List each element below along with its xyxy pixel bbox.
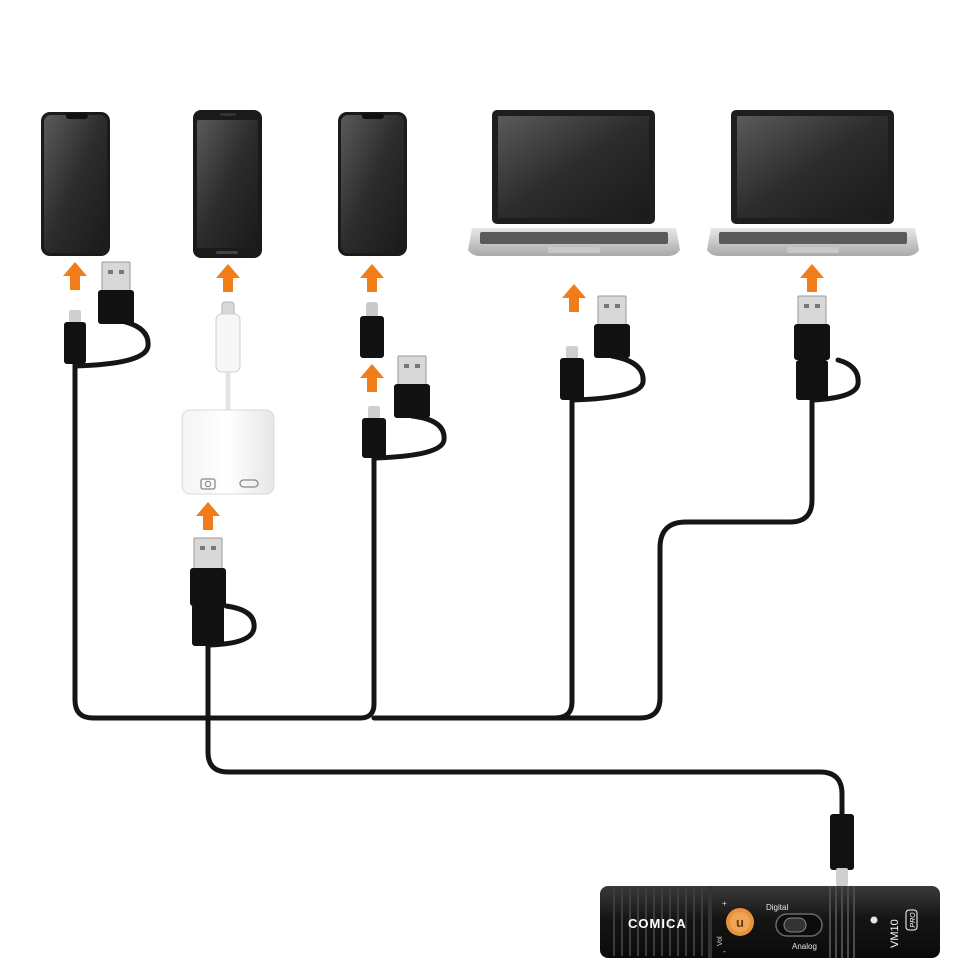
cable-phone-3-branch xyxy=(371,413,447,461)
cable-phone-1-branch xyxy=(72,317,151,369)
mic-model-badge-text: PRO xyxy=(910,912,917,928)
arrow-up-icon xyxy=(63,262,87,290)
arrow-up-icon xyxy=(360,264,384,292)
lightning-connector xyxy=(215,301,241,410)
mic-grille xyxy=(613,888,703,956)
mic-minus-label: - xyxy=(723,947,726,956)
arrow-up-icon xyxy=(562,284,586,312)
mode-switch[interactable] xyxy=(775,913,823,937)
usb-c-connector xyxy=(830,814,854,886)
arrow-up-icon xyxy=(360,364,384,392)
arrow-up-icon xyxy=(800,264,824,292)
microphone: COMICA Vol + - u Digital Analog VM10 PRO xyxy=(600,886,940,958)
camera-icon xyxy=(200,478,216,490)
cable-adapter-branch xyxy=(205,603,257,648)
usb-a-connector xyxy=(190,537,226,646)
usb-a-connector xyxy=(98,261,134,324)
cables xyxy=(72,317,861,821)
mic-vol-label: Vol xyxy=(717,936,724,946)
usb-c-connector xyxy=(560,346,584,400)
usb-c-connector xyxy=(64,310,86,364)
cable-microphone xyxy=(205,642,845,821)
arrow-up-icon xyxy=(216,264,240,292)
mode-analog-label: Analog xyxy=(792,942,817,951)
cable-laptop-2 xyxy=(552,397,815,721)
cable-laptop-2-branch xyxy=(809,357,861,403)
mic-model-badge: PRO xyxy=(905,909,918,931)
usb-a-connector xyxy=(394,355,430,418)
volume-dial[interactable]: u xyxy=(726,908,754,936)
laptop-1 xyxy=(468,110,680,256)
cable-laptop-1 xyxy=(371,395,575,721)
cable-laptop-1-branch xyxy=(569,353,646,403)
lightning-connector xyxy=(360,302,384,358)
usb-c-connector xyxy=(362,406,386,458)
mic-model-label: VM10 xyxy=(889,919,901,948)
usb-a-connector xyxy=(794,295,830,400)
lightning-port-icon xyxy=(239,479,259,488)
laptop-2 xyxy=(707,110,919,256)
mic-brand-label: COMICA xyxy=(628,916,687,931)
dial-glyph: u xyxy=(736,915,744,930)
status-led xyxy=(870,916,878,924)
phone-2 xyxy=(193,110,262,258)
usb-a-connector xyxy=(594,295,630,358)
arrows xyxy=(63,262,824,530)
cable-phone-1 xyxy=(72,359,377,721)
mic-plus-label: + xyxy=(722,899,727,908)
phone-1 xyxy=(41,112,110,256)
mic-collar xyxy=(829,886,855,958)
lightning-adapter xyxy=(181,409,275,495)
arrow-up-icon xyxy=(196,502,220,530)
mode-digital-label: Digital xyxy=(766,903,788,912)
phone-3 xyxy=(338,112,407,256)
